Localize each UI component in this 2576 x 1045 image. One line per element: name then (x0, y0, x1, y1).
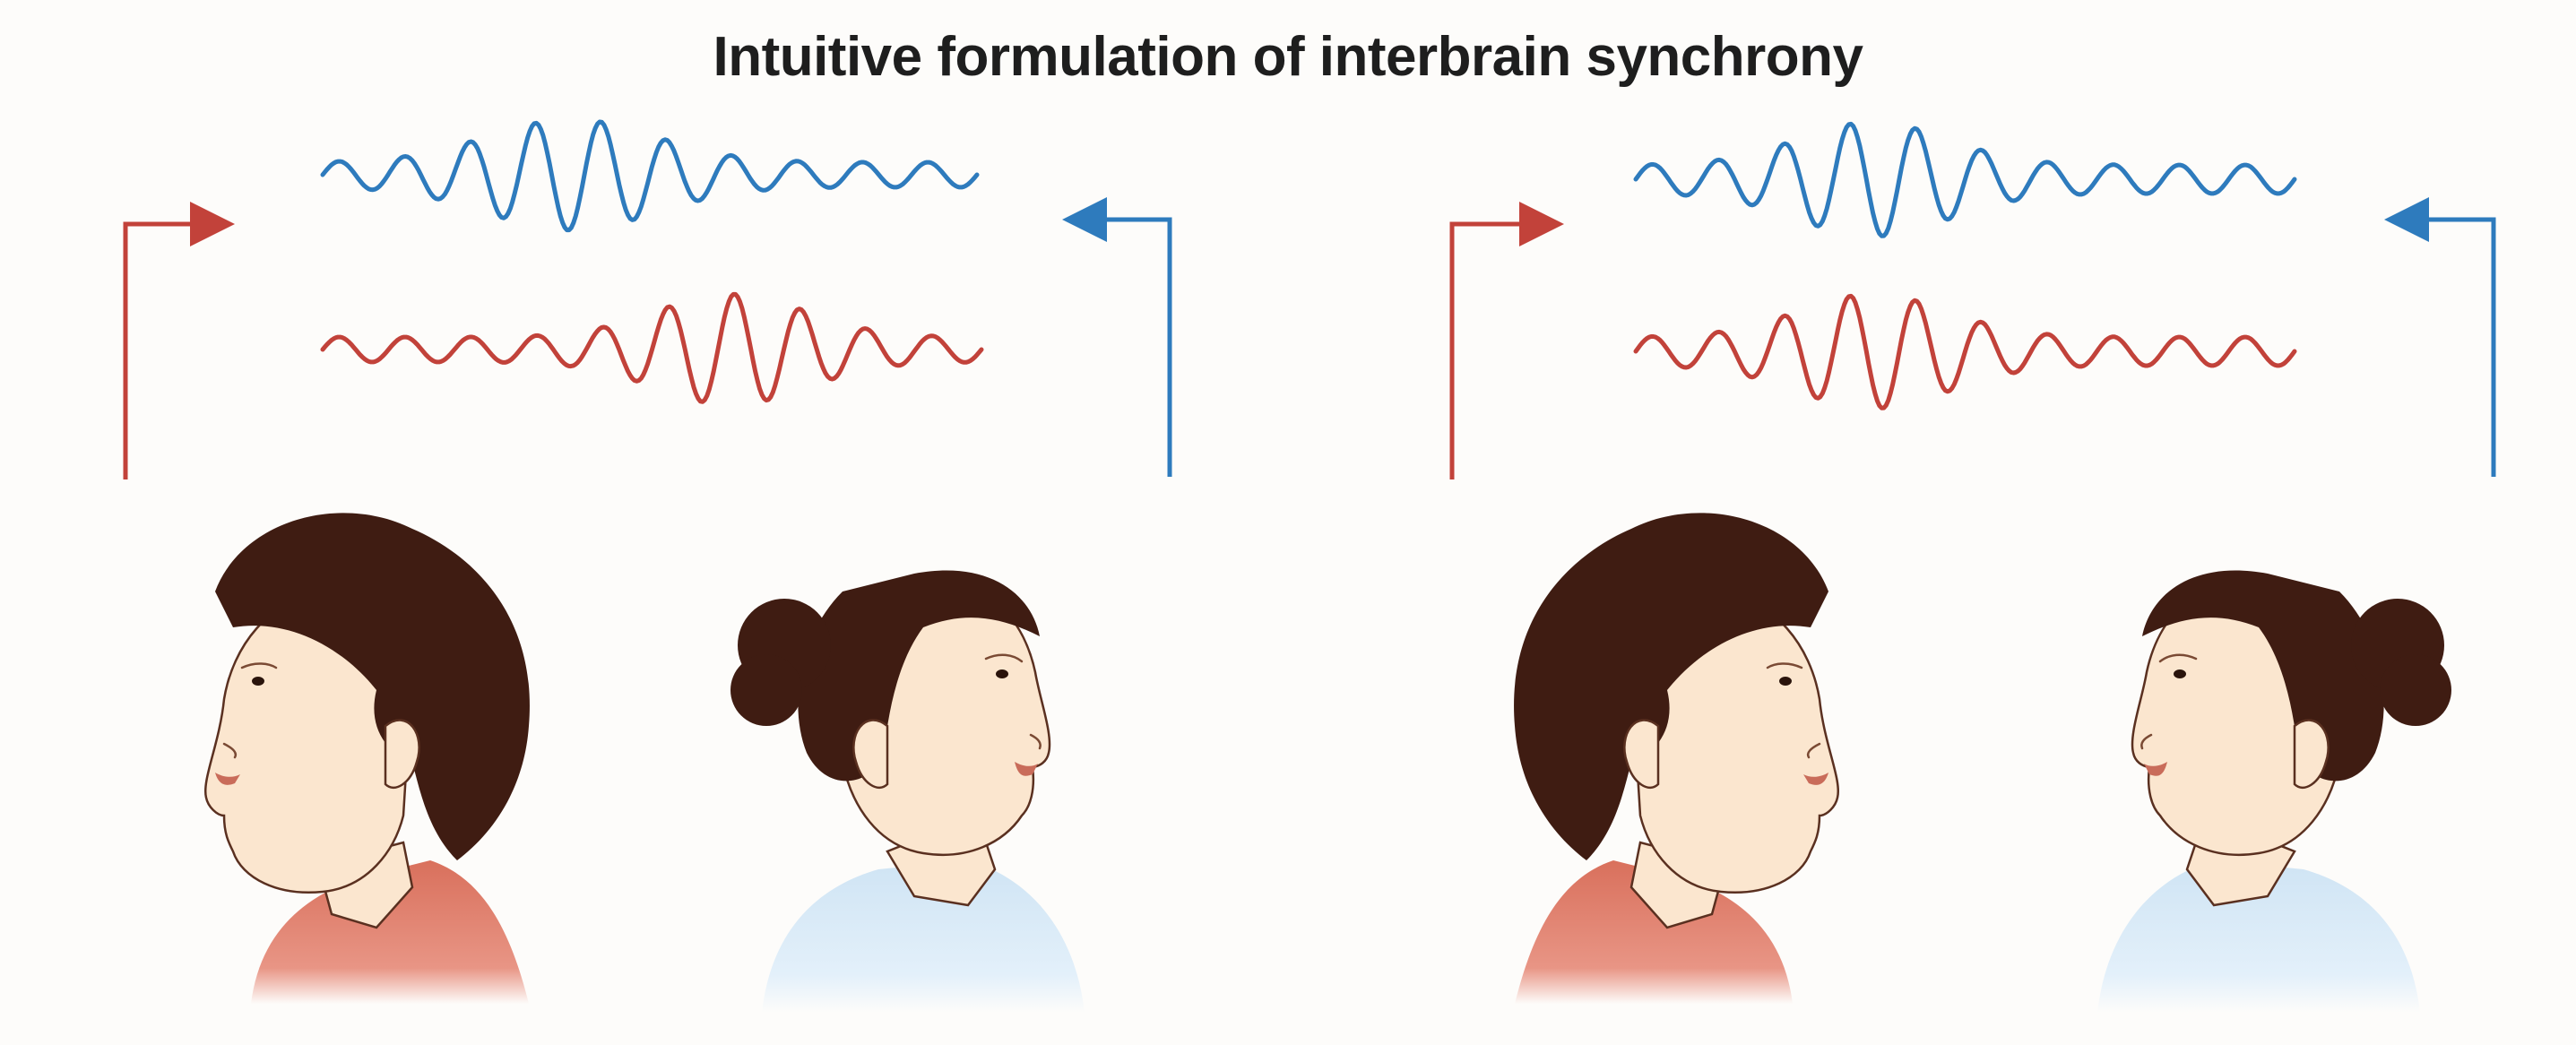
blue-feedback-arrow-icon (2384, 197, 2496, 477)
red-feedback-arrow-icon (1449, 202, 1564, 479)
woman-figure (2097, 570, 2451, 1013)
red-brain-signal (1633, 293, 2297, 410)
blue-brain-signal (1633, 121, 2297, 238)
blue-feedback-arrow-icon (1062, 197, 1172, 477)
man-figure (203, 513, 530, 1004)
right-panel (1449, 121, 2496, 1013)
red-feedback-arrow-icon (123, 202, 235, 479)
left-panel (123, 119, 1172, 1013)
man-figure (1514, 513, 1840, 1004)
woman-figure (730, 570, 1085, 1013)
figure-title: Intuitive formulation of interbrain sync… (713, 26, 1863, 88)
red-brain-signal (320, 291, 984, 404)
blue-brain-signal (320, 119, 980, 233)
